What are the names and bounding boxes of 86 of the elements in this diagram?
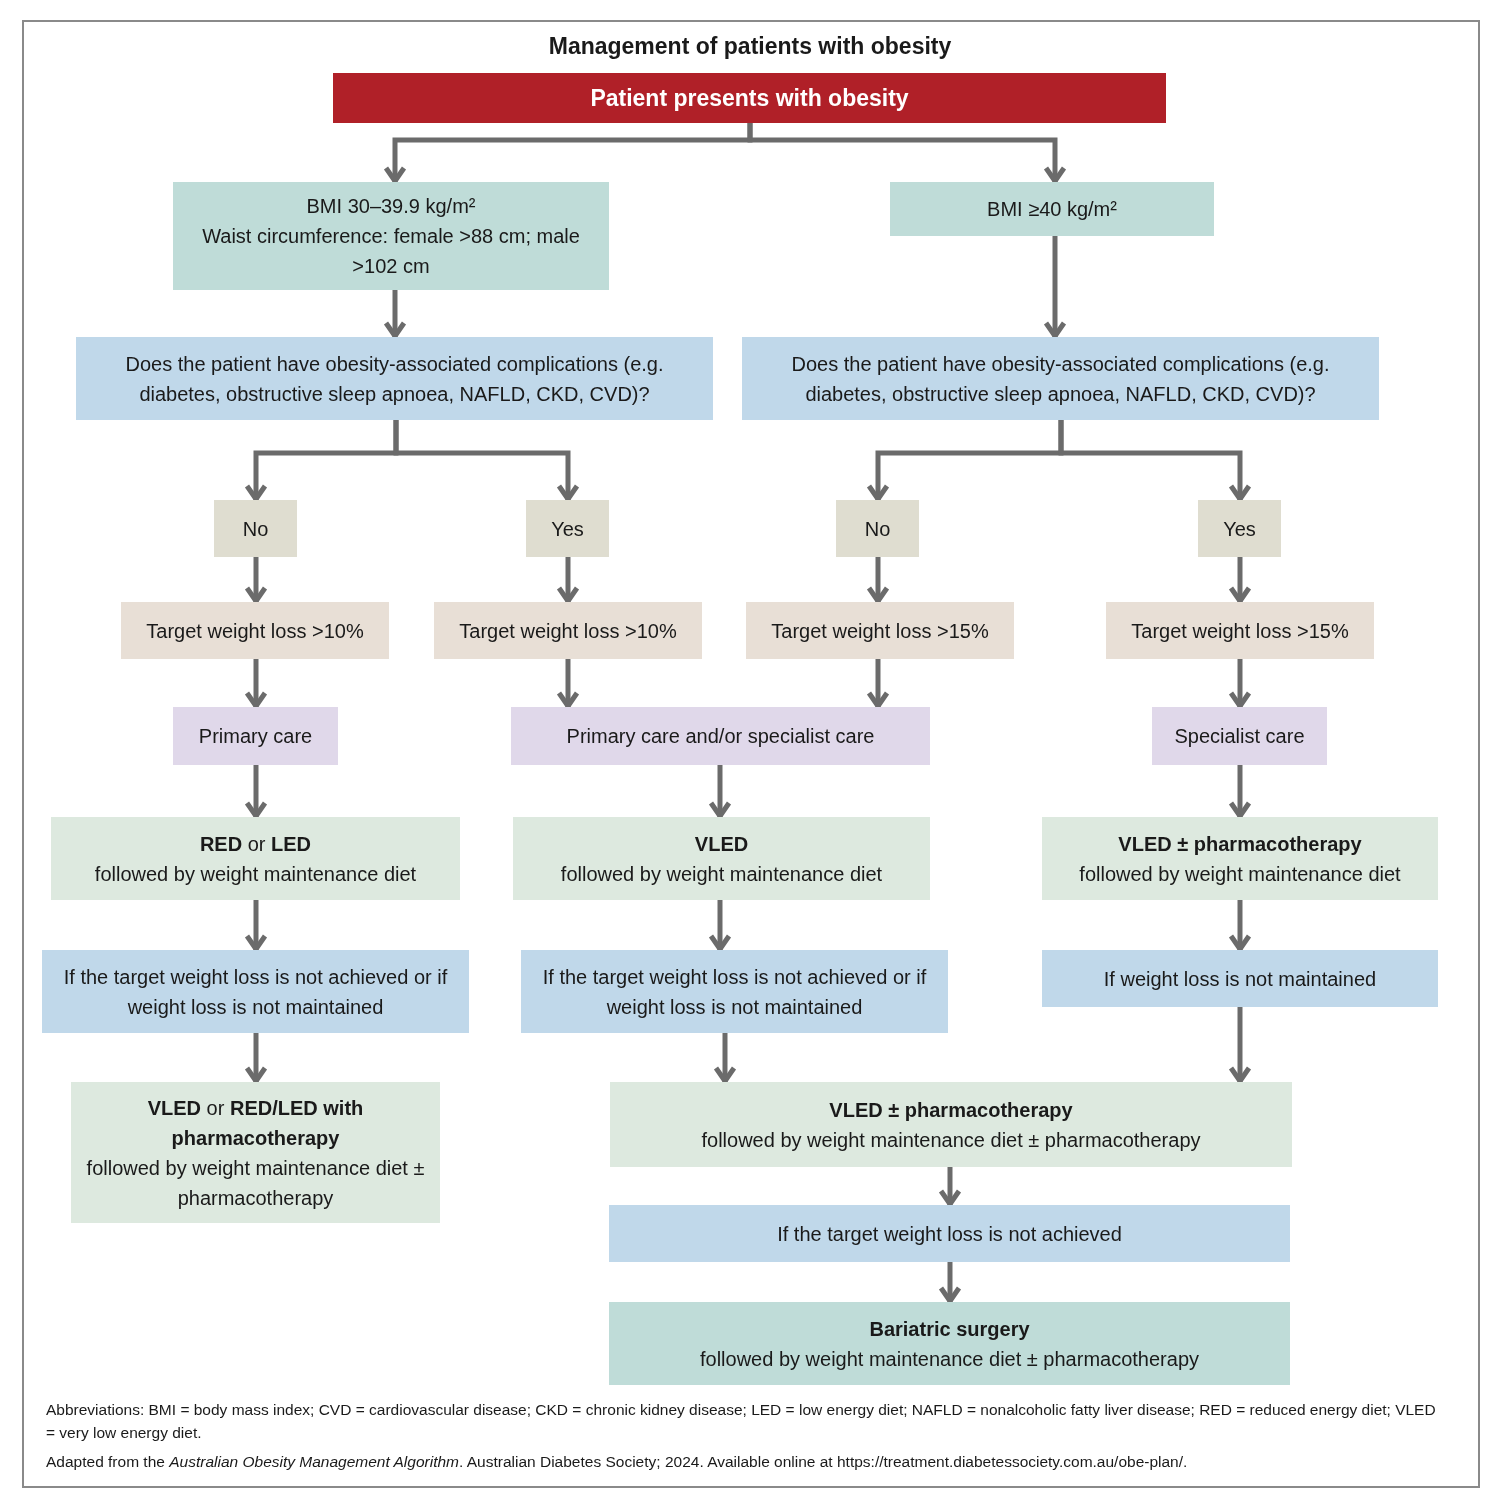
box-text: Target weight loss >15% [771, 618, 989, 644]
box-text: BMI 30–39.9 kg/m² [306, 194, 476, 219]
arrow [1228, 900, 1252, 952]
condition-box [42, 950, 469, 1033]
arrow [938, 1167, 962, 1207]
box-text: VLED ± pharmacotherapy [1118, 831, 1362, 857]
question-box [742, 337, 1379, 420]
box-text: BMI ≥40 kg/m² [987, 197, 1117, 222]
box-text: Patient presents with obesity [590, 83, 909, 113]
treatment-box [71, 1082, 440, 1223]
box-text: No [242, 516, 269, 542]
box-text: If the target weight loss is not achieved [777, 1221, 1122, 1247]
box-text: Target weight loss >15% [1131, 618, 1349, 644]
box-text: followed by weight maintenance diet [1079, 861, 1401, 887]
arrow [1043, 236, 1067, 339]
care-box [511, 707, 930, 765]
arrow [383, 290, 407, 339]
arrow [244, 765, 268, 819]
diagram-title: Management of patients with obesity [547, 33, 953, 60]
arrow [556, 557, 580, 604]
box-text: followed by weight maintenance diet [560, 861, 883, 887]
answer-box [526, 500, 609, 557]
box-text: Primary care [198, 724, 313, 749]
arrow [866, 659, 890, 709]
box-text: If the target weight loss is not achieved or if weight loss is not maintained [541, 964, 928, 1020]
answer-box [214, 500, 297, 557]
surgery-box [609, 1302, 1290, 1385]
box-text: VLED or RED/LED with pharmacotherapy [146, 1095, 365, 1151]
care-box [1152, 707, 1327, 765]
box-text: VLED [694, 831, 749, 857]
box-text: Yes [1223, 516, 1256, 542]
arrow [1058, 420, 1252, 502]
box-text: Primary care and/or specialist care [566, 724, 875, 749]
condition-box [521, 950, 948, 1033]
condition-box [609, 1205, 1290, 1262]
arrow [1228, 765, 1252, 819]
care-box [173, 707, 338, 765]
arrow [1228, 659, 1252, 709]
target-box [746, 602, 1014, 659]
answer-box [1198, 500, 1281, 557]
arrow [244, 900, 268, 952]
footnote: Adapted from the Australian Obesity Management Algorithm. Australian Diabetes Society; 2024. Available online at https://treatment.diabetessociety.com.au/obe-plan/. [46, 1452, 1189, 1472]
arrow [713, 1033, 737, 1084]
criteria-box [173, 182, 609, 290]
arrow [1228, 557, 1252, 604]
box-text: Does the patient have obesity-associated complications (e.g. diabetes, obstructive sleep apnoea, NAFLD, CKD, CVD)? [124, 351, 665, 407]
arrow [938, 1262, 962, 1304]
box-text: No [864, 516, 891, 542]
box-text: VLED ± pharmacotherapy [829, 1097, 1073, 1123]
box-text: If weight loss is not maintained [1103, 966, 1377, 992]
arrow [1228, 1007, 1252, 1084]
treatment-box [513, 817, 930, 900]
footnote: Abbreviations: BMI = body mass index; CVD = cardiovascular disease; CKD = chronic kidney disease; LED = low energy diet; NAFLD = nonalcoholic fatty liver disease; RED = reduced energy diet; VLED = very low energy diet. [46, 1400, 1437, 1444]
treatment-box [610, 1082, 1292, 1167]
treatment-box [1042, 817, 1438, 900]
box-text: If the target weight loss is not achieved or if weight loss is not maintained [62, 964, 449, 1020]
arrow [393, 420, 580, 502]
arrow [556, 659, 580, 709]
target-box [1106, 602, 1374, 659]
box-text: Yes [551, 516, 584, 542]
arrow [244, 1033, 268, 1084]
condition-box [1042, 950, 1438, 1007]
treatment-box [51, 817, 460, 900]
answer-box [836, 500, 919, 557]
box-text: RED or LED [199, 831, 312, 857]
question-box [76, 337, 713, 420]
box-text: Bariatric surgery [869, 1316, 1030, 1342]
arrow [866, 557, 890, 604]
box-text: Does the patient have obesity-associated complications (e.g. diabetes, obstructive sleep apnoea, NAFLD, CKD, CVD)? [790, 351, 1331, 407]
box-text: followed by weight maintenance diet [94, 861, 417, 887]
arrow [244, 557, 268, 604]
box-text: followed by weight maintenance diet ± pharmacotherapy [699, 1346, 1199, 1372]
arrow [244, 659, 268, 709]
box-text: Specialist care [1174, 724, 1305, 749]
box-text: Target weight loss >10% [459, 618, 677, 644]
box-text: followed by weight maintenance diet ± pharmacotherapy [85, 1155, 426, 1211]
arrow [708, 765, 732, 819]
start-box [333, 73, 1166, 123]
arrow [747, 123, 1067, 184]
box-text: Target weight loss >10% [146, 618, 364, 644]
box-text: Waist circumference: female >88 cm; male >102 cm [201, 224, 581, 279]
target-box [121, 602, 389, 659]
target-box [434, 602, 702, 659]
box-text: followed by weight maintenance diet ± pharmacotherapy [701, 1127, 1201, 1153]
criteria-box [890, 182, 1214, 236]
arrow [708, 900, 732, 952]
